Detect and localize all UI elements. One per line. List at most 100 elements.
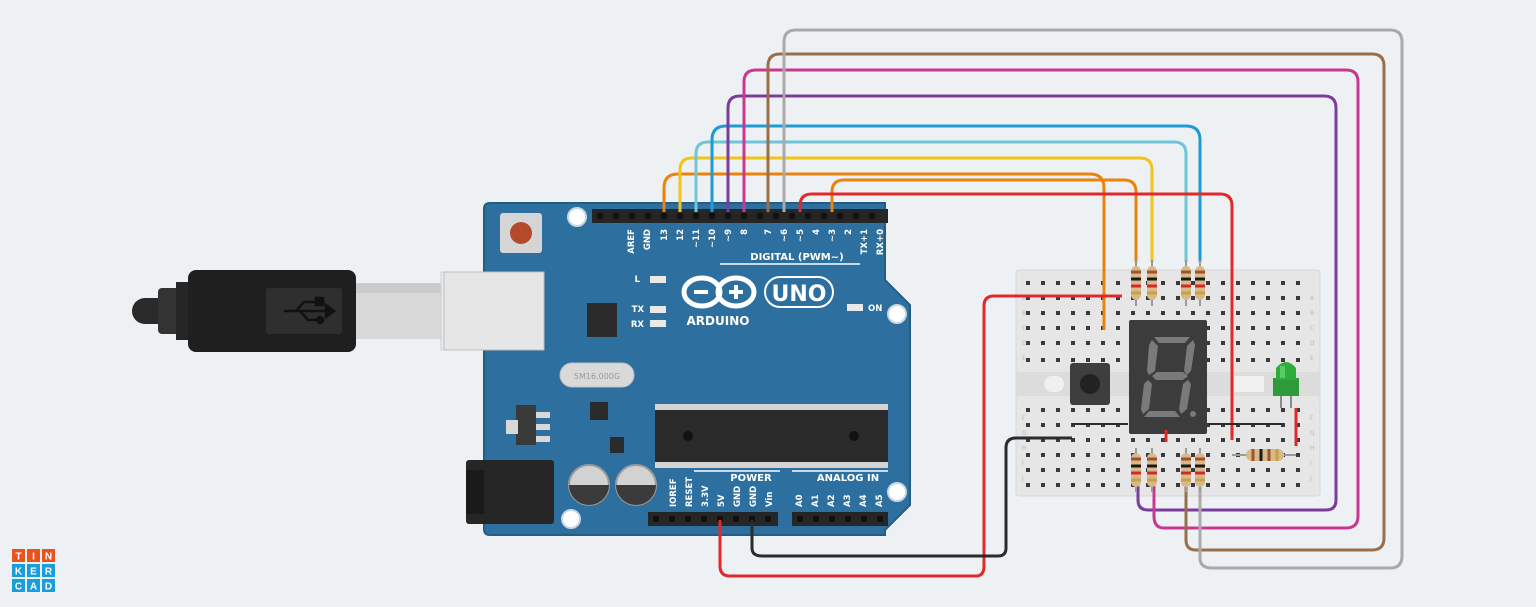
red-wire[interactable] bbox=[718, 294, 1122, 578]
resistor[interactable] bbox=[1147, 260, 1157, 306]
seven-segment-display[interactable] bbox=[1129, 320, 1207, 434]
breadboard-row-label: A bbox=[1310, 295, 1315, 302]
arduino-brand-label: ARDUINO bbox=[687, 314, 750, 328]
resistors[interactable] bbox=[1131, 260, 1296, 492]
arduino-logo bbox=[681, 275, 757, 309]
rx-led-label: RX bbox=[631, 320, 645, 330]
power-pin-label: GND bbox=[749, 486, 759, 507]
usb-icon bbox=[284, 296, 337, 325]
resistor[interactable] bbox=[1147, 448, 1157, 492]
analog-in-label: ANALOG IN bbox=[817, 473, 879, 484]
breadboard-row-label: H bbox=[1310, 445, 1315, 452]
logo-letter: A bbox=[30, 582, 37, 593]
breadboard-row-label: D bbox=[1022, 340, 1027, 347]
breadboard-row-label: F bbox=[1022, 415, 1026, 422]
yellow-wire[interactable] bbox=[678, 156, 1154, 262]
digital-pin-label: 12 bbox=[676, 229, 686, 241]
logo-letter: D bbox=[45, 582, 52, 593]
resistor[interactable] bbox=[1232, 449, 1296, 461]
digital-pin-label: ~3 bbox=[828, 229, 838, 242]
resistor[interactable] bbox=[1181, 260, 1191, 306]
arduino-uno[interactable]: L TX RX ON 5M16.000G bbox=[443, 202, 911, 536]
digital-pin-label: 8 bbox=[740, 229, 750, 235]
digital-pin-label: RX+0 bbox=[876, 229, 886, 255]
breadboard-row-label: C bbox=[1310, 325, 1314, 332]
digital-pwm-label: DIGITAL (PWM~) bbox=[750, 252, 843, 263]
orange-wire[interactable] bbox=[662, 172, 1106, 330]
segments bbox=[1141, 337, 1196, 417]
resistor[interactable] bbox=[1131, 448, 1141, 492]
digital-pin-label: TX+1 bbox=[860, 229, 870, 254]
breadboard-row-label: A bbox=[1022, 295, 1027, 302]
breadboard-row-label: I bbox=[1022, 460, 1024, 467]
power-pin-label: GND bbox=[733, 486, 743, 507]
red-wire[interactable] bbox=[798, 192, 1234, 440]
purple-wire[interactable] bbox=[726, 94, 1338, 512]
logo-letter: K bbox=[15, 567, 23, 578]
digital-pin-label: ~9 bbox=[724, 229, 734, 242]
breadboard-row-label: I bbox=[1310, 460, 1312, 467]
power-pin-label: 5V bbox=[717, 494, 727, 507]
logo-letter: T bbox=[15, 552, 21, 563]
gray-wire[interactable] bbox=[782, 28, 1404, 570]
logo-letter: C bbox=[15, 582, 22, 593]
digital-pin-label: GND bbox=[643, 229, 653, 250]
logo-letter: E bbox=[30, 567, 37, 578]
brown-wire[interactable] bbox=[766, 52, 1386, 552]
black-wire[interactable] bbox=[750, 436, 1072, 558]
on-led-label: ON bbox=[868, 304, 882, 314]
digital-pin-label: 4 bbox=[812, 229, 822, 235]
uno-model-label: UNO bbox=[772, 282, 827, 307]
logo-letter: R bbox=[45, 567, 53, 578]
resistor[interactable] bbox=[1131, 260, 1141, 306]
crystal-label: 5M16.000G bbox=[574, 372, 620, 381]
digital-pin-label: ~11 bbox=[692, 229, 702, 248]
breadboard-row-label: C bbox=[1022, 325, 1026, 332]
breadboard-row-label: J bbox=[1021, 475, 1024, 482]
orange-wire[interactable] bbox=[830, 178, 1138, 262]
resistor[interactable] bbox=[1195, 260, 1205, 306]
digital-pin-label: AREF bbox=[627, 229, 637, 254]
breadboard-row-label: D bbox=[1310, 340, 1315, 347]
analog-pin-label: A0 bbox=[795, 494, 805, 507]
breadboard-row-label: F bbox=[1310, 415, 1314, 422]
digital-pin-label: 7 bbox=[764, 229, 774, 235]
digital-pin-label: ~10 bbox=[708, 229, 718, 248]
breadboard-row-label: G bbox=[1022, 430, 1027, 437]
power-pin-label: RESET bbox=[685, 477, 695, 507]
analog-pin-label: A5 bbox=[875, 494, 885, 507]
digital-pin-label: ~6 bbox=[780, 229, 790, 242]
resistor[interactable] bbox=[1195, 448, 1205, 492]
breadboard-row-label: B bbox=[1022, 310, 1026, 317]
blue-wire[interactable] bbox=[710, 124, 1202, 262]
digital-pin-label: ~5 bbox=[796, 229, 806, 242]
analog-pin-labels: A0 A1 A2 A3 A4 A5 bbox=[795, 494, 885, 507]
magenta-wire[interactable] bbox=[742, 68, 1360, 530]
digital-pin-labels: AREF GND 13 12 ~11 ~10 ~9 8 7 ~6 ~5 4 ~3 2 TX+1 RX+0 bbox=[627, 229, 886, 255]
power-pin-label: Vin bbox=[765, 492, 775, 507]
breadboard-row-label: E bbox=[1310, 355, 1314, 362]
push-button[interactable] bbox=[1070, 363, 1110, 405]
light-blue-wire[interactable] bbox=[694, 140, 1188, 262]
digital-pin-label: 2 bbox=[844, 229, 854, 235]
breadboard-row-label: B bbox=[1310, 310, 1314, 317]
breadboard-row-label: G bbox=[1310, 430, 1315, 437]
analog-pin-label: A2 bbox=[827, 494, 837, 507]
analog-pin-label: A3 bbox=[843, 494, 853, 507]
logo-letter: I bbox=[32, 552, 35, 563]
digital-pin-label: 13 bbox=[660, 229, 670, 241]
breadboard-row-label: J bbox=[1309, 475, 1312, 482]
breadboard-row-label: E bbox=[1022, 355, 1026, 362]
analog-pin-label: A1 bbox=[811, 494, 821, 507]
green-led[interactable] bbox=[1273, 362, 1299, 408]
power-label: POWER bbox=[730, 473, 772, 484]
l-led-label: L bbox=[635, 275, 641, 285]
breadboard-row-label: H bbox=[1022, 445, 1027, 452]
analog-pin-label: A4 bbox=[859, 494, 869, 507]
wires[interactable] bbox=[662, 28, 1404, 578]
resistor[interactable] bbox=[1181, 448, 1191, 492]
